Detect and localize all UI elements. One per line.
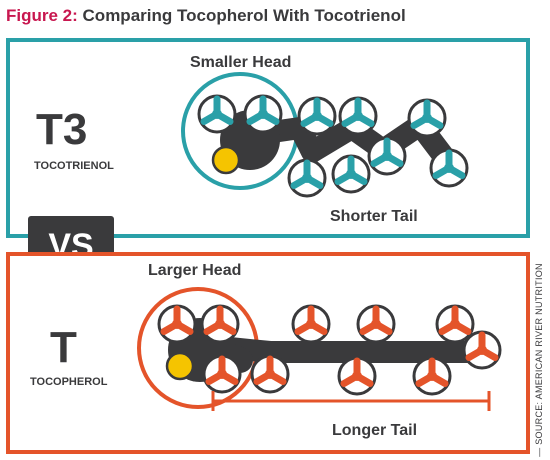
methyl-atom-icon xyxy=(435,304,475,344)
longer-tail-label: Longer Tail xyxy=(332,422,418,439)
longer-tail-bracket xyxy=(211,391,491,411)
methyl-atom-icon xyxy=(429,148,469,188)
tocotrienol-symbol: T3 xyxy=(36,105,88,154)
methyl-atom-icon xyxy=(197,94,237,134)
methyl-atom-icon xyxy=(337,356,377,396)
methyl-atom-icon xyxy=(356,304,396,344)
source-credit: — SOURCE: AMERICAN RIVER NUTRITION xyxy=(534,263,544,457)
methyl-atom-icon xyxy=(250,354,290,394)
larger-head-label: Larger Head xyxy=(148,262,242,279)
methyl-atom-icon xyxy=(157,304,197,344)
methyl-atom-icon xyxy=(287,158,327,198)
tocopherol-symbol: T xyxy=(50,323,77,372)
tocopherol-name: TOCOPHEROL xyxy=(30,376,108,388)
tocotrienol-oxygen-atom xyxy=(211,145,241,175)
methyl-atom-icon xyxy=(338,96,378,136)
smaller-head-label: Smaller Head xyxy=(190,54,292,71)
methyl-atom-icon xyxy=(200,304,240,344)
methyl-atom-icon xyxy=(412,356,452,396)
methyl-atom-icon xyxy=(462,330,502,370)
methyl-atom-icon xyxy=(331,154,371,194)
tocotrienol-name: TOCOTRIENOL xyxy=(34,160,114,172)
shorter-tail-label: Shorter Tail xyxy=(330,208,418,225)
figure-label: Figure 2: xyxy=(6,6,78,25)
tocopherol-oxygen-atom xyxy=(165,351,195,381)
methyl-atom-icon xyxy=(291,304,331,344)
figure-title-text: Comparing Tocopherol With Tocotrienol xyxy=(82,6,406,25)
methyl-atom-icon xyxy=(297,96,337,136)
methyl-atom-icon xyxy=(367,136,407,176)
figure-title: Figure 2: Comparing Tocopherol With Toco… xyxy=(6,6,406,26)
methyl-atom-icon xyxy=(243,94,283,134)
methyl-atom-icon xyxy=(202,354,242,394)
methyl-atom-icon xyxy=(407,98,447,138)
